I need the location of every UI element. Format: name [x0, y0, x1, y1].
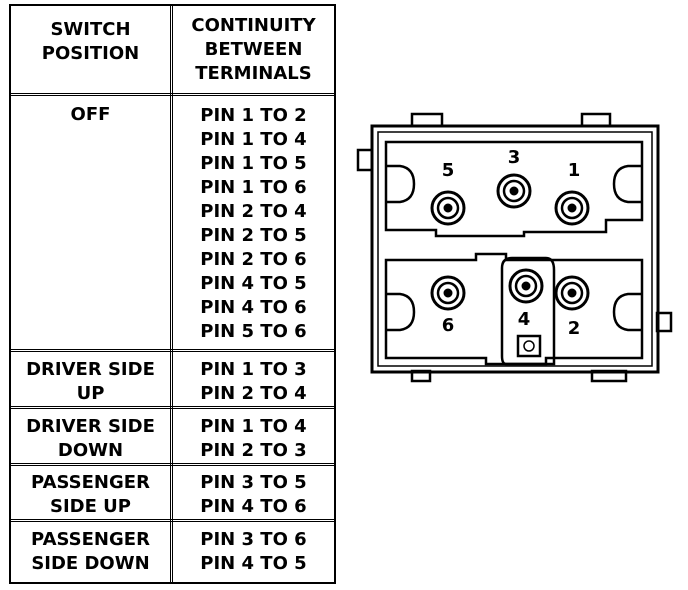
position-line: PASSENGER: [31, 529, 150, 550]
pin-pair: PIN 2 TO 4: [200, 201, 307, 222]
pin-pair: PIN 3 TO 6: [200, 529, 307, 550]
guide-bump-left-upper: [386, 164, 416, 204]
pin-pair: PIN 4 TO 5: [200, 273, 307, 294]
connector-latch: [356, 148, 374, 172]
pin-pair: PIN 4 TO 6: [200, 496, 307, 517]
header-between-line: BETWEEN: [204, 39, 303, 60]
row-divider: [11, 519, 334, 522]
header-continuity-line: CONTINUITY: [191, 15, 316, 36]
pin-5-label: 5: [442, 160, 455, 181]
pin-pair: PIN 2 TO 4: [200, 383, 307, 404]
position-line: UP: [76, 383, 105, 404]
row-passenger-up-position: PASSENGER SIDE UP: [11, 471, 170, 519]
row-passenger-down-position: PASSENGER SIDE DOWN: [11, 528, 170, 576]
guide-bump-right-upper: [612, 164, 642, 204]
pin-pair: PIN 1 TO 4: [200, 416, 307, 437]
connector-tab: [580, 112, 612, 128]
row-divider: [11, 463, 334, 466]
row-driver-up-pins: PIN 1 TO 3 PIN 2 TO 4: [173, 358, 334, 406]
pin-3-label: 3: [508, 147, 521, 168]
pin-pair: PIN 2 TO 5: [200, 225, 307, 246]
row-driver-down-position: DRIVER SIDE DOWN: [11, 415, 170, 463]
pin-3: [496, 173, 532, 209]
pin-2: [554, 275, 590, 311]
header-continuity: CONTINUITY BETWEEN TERMINALS: [173, 14, 334, 86]
pin-4-label: 4: [518, 309, 531, 330]
position-line: SIDE DOWN: [31, 553, 150, 574]
position-line: PASSENGER: [31, 472, 150, 493]
pin-1-label: 1: [568, 160, 581, 181]
row-passenger-down-pins: PIN 3 TO 6 PIN 4 TO 5: [173, 528, 334, 576]
pin-pair: PIN 2 TO 6: [200, 249, 307, 270]
pin-pair: PIN 4 TO 6: [200, 297, 307, 318]
header-position-line: POSITION: [41, 43, 140, 64]
connector-housing: [370, 124, 660, 374]
pin-1: [554, 190, 590, 226]
position-line: SIDE UP: [50, 496, 131, 517]
connector-housing-inner: [377, 131, 653, 367]
pin-4-shroud: [500, 256, 556, 366]
pin-4: [508, 268, 544, 304]
guide-bump-left-lower: [386, 292, 416, 332]
row-divider: [11, 93, 334, 96]
pin-pair: PIN 4 TO 5: [200, 553, 307, 574]
row-driver-down-pins: PIN 1 TO 4 PIN 2 TO 3: [173, 415, 334, 463]
column-divider: [170, 6, 173, 582]
pin-6-label: 6: [442, 315, 455, 336]
position-line: OFF: [70, 104, 111, 125]
pin-pair: PIN 3 TO 5: [200, 472, 307, 493]
continuity-table: SWITCH POSITION CONTINUITY BETWEEN TERMI…: [9, 4, 336, 584]
header-switch-position: SWITCH POSITION: [11, 18, 170, 66]
lower-cavity: [384, 252, 644, 366]
pin-pair: PIN 5 TO 6: [200, 321, 307, 342]
row-divider: [11, 406, 334, 409]
pin-pair: PIN 1 TO 6: [200, 177, 307, 198]
header-terminals-line: TERMINALS: [195, 63, 312, 84]
guide-bump-right-lower: [612, 292, 642, 332]
row-driver-up-position: DRIVER SIDE UP: [11, 358, 170, 406]
connector-diagram: 5 3 1 6 4 2: [356, 112, 673, 383]
upper-cavity: [384, 140, 644, 238]
row-off-position: OFF: [11, 103, 170, 127]
lock-square: [516, 334, 542, 358]
lock-hole: [523, 340, 535, 352]
pin-5: [430, 190, 466, 226]
pin-6: [430, 275, 466, 311]
position-line: DRIVER SIDE: [26, 359, 155, 380]
pin-pair: PIN 1 TO 2: [200, 105, 307, 126]
header-switch-line: SWITCH: [50, 19, 131, 40]
pin-pair: PIN 2 TO 3: [200, 440, 307, 461]
row-passenger-up-pins: PIN 3 TO 5 PIN 4 TO 6: [173, 471, 334, 519]
position-line: DOWN: [57, 440, 124, 461]
pin-pair: PIN 1 TO 4: [200, 129, 307, 150]
row-off-pins: PIN 1 TO 2 PIN 1 TO 4 PIN 1 TO 5 PIN 1 T…: [173, 104, 334, 344]
pin-2-label: 2: [568, 318, 581, 339]
position-line: DRIVER SIDE: [26, 416, 155, 437]
row-divider: [11, 349, 334, 352]
pin-pair: PIN 1 TO 3: [200, 359, 307, 380]
pin-pair: PIN 1 TO 5: [200, 153, 307, 174]
connector-tab: [410, 112, 444, 128]
